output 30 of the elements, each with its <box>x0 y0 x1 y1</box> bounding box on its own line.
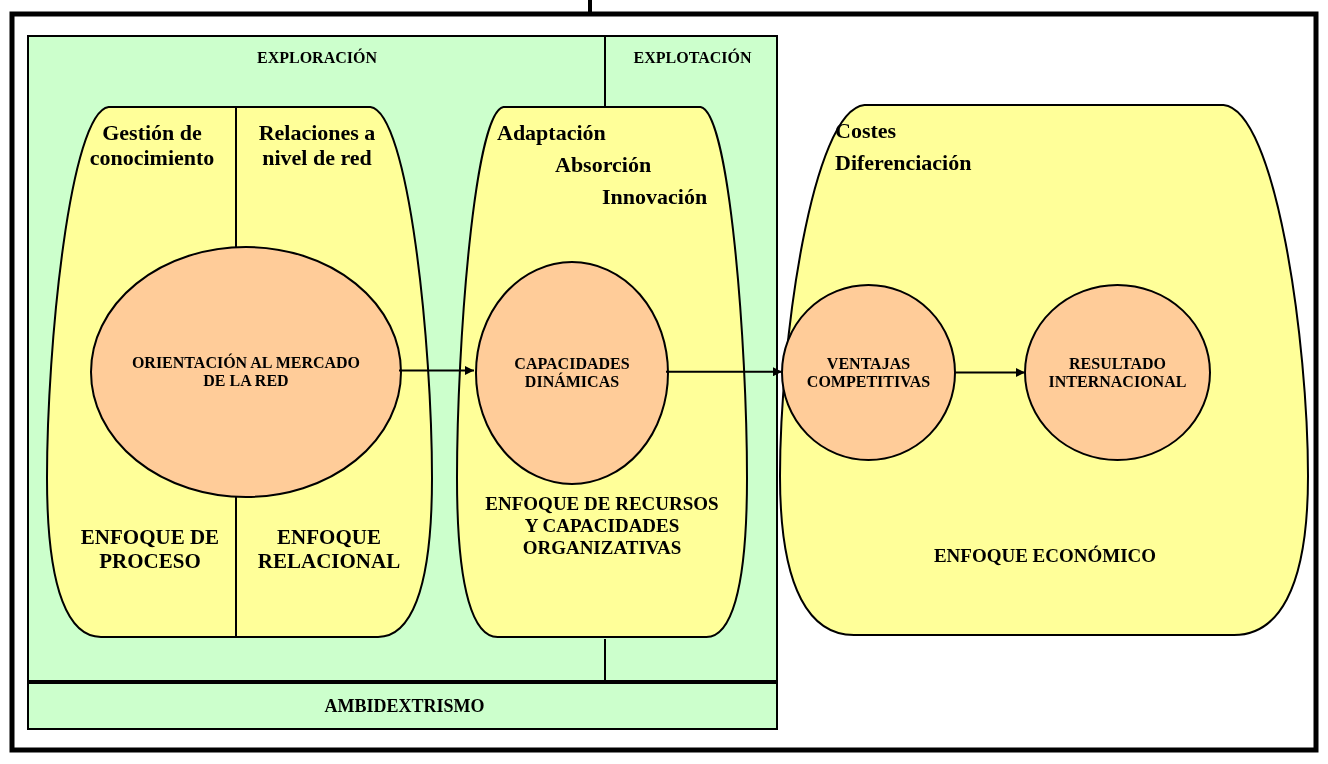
heading-label: Innovación <box>602 184 708 210</box>
concept-label: CAPACIDADES DINÁMICAS <box>513 354 631 392</box>
concept-circle <box>476 262 668 484</box>
approach-label: ENFOQUE DE RECURSOS Y CAPACIDADES ORGANIZATIVAS <box>484 493 720 559</box>
approach-label: ENFOQUE ECONÓMICO <box>932 545 1158 567</box>
arrow <box>954 368 1026 377</box>
section-title: AMBIDEXTRISMO <box>323 696 486 717</box>
concept-label: ORIENTACIÓN AL MERCADO DE LA RED <box>130 353 362 391</box>
concept-circle <box>91 247 401 497</box>
concept-label: VENTAJAS COMPETITIVAS <box>805 354 932 391</box>
arrow <box>665 367 783 377</box>
heading-label: Absorción <box>555 152 652 178</box>
section-title: EXPLORACIÓN <box>256 49 378 68</box>
approach-label: ENFOQUE RELACIONAL <box>256 525 402 574</box>
heading-label: Adaptación <box>497 120 606 146</box>
region-panel <box>27 35 778 682</box>
approach-label: ENFOQUE DE PROCESO <box>79 525 221 574</box>
concept-label: RESULTADO INTERNACIONAL <box>1047 354 1188 391</box>
heading-label: Relaciones a nivel de red <box>257 120 377 171</box>
arrow <box>398 366 475 375</box>
concept-circle <box>1025 285 1210 460</box>
concept-circle <box>782 285 955 460</box>
section-title: EXPLOTACIÓN <box>632 49 753 68</box>
rounded-pod <box>457 107 747 637</box>
rounded-pod <box>47 107 432 637</box>
band-box <box>27 682 778 730</box>
heading-label: Diferenciación <box>835 150 972 176</box>
heading-label: Costes <box>835 118 897 144</box>
heading-label: Gestión de conocimiento <box>88 120 216 171</box>
rounded-pod <box>780 105 1308 635</box>
